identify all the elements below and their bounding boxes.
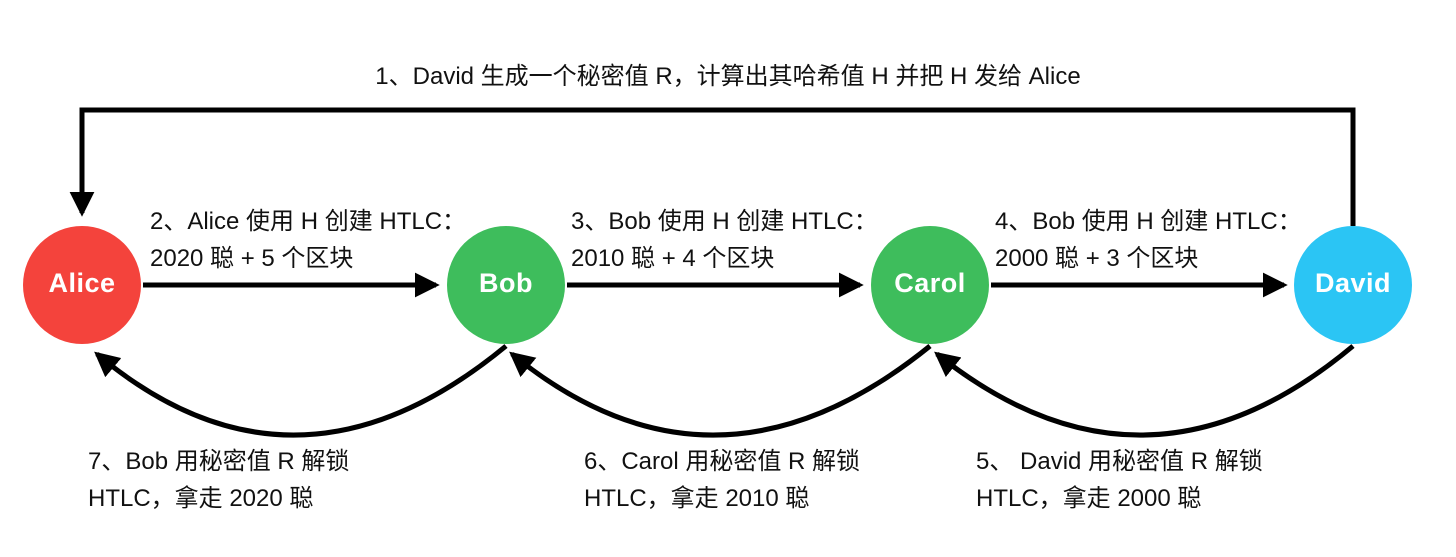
node-label-alice: Alice — [48, 268, 116, 298]
step-2-caption: 2、Alice 使用 H 创建 HTLC： 2020 聪 + 5 个区块 — [150, 203, 466, 277]
step-4-line1: 4、Bob 使用 H 创建 HTLC： — [995, 208, 1302, 235]
arrow-settle-david-to-carol — [934, 344, 1355, 438]
step-2-line1: 2、Alice 使用 H 创建 HTLC： — [150, 208, 467, 235]
arrow-hash-david-to-alice — [69, 107, 1356, 226]
step-5-line1: 5、 David 用秘密值 R 解锁 — [976, 448, 1263, 475]
node-bob — [447, 226, 565, 344]
step-6-caption: 6、Carol 用秘密值 R 解锁 HTLC，拿走 2010 聪 — [584, 443, 860, 517]
step-4-line2: 2000 聪 + 3 个区块 — [995, 245, 1199, 272]
step-7-caption: 7、Bob 用秘密值 R 解锁 HTLC，拿走 2020 聪 — [88, 443, 349, 517]
node-alice — [23, 226, 141, 344]
step-7-line2: HTLC，拿走 2020 聪 — [88, 485, 314, 512]
node-label-carol: Carol — [894, 268, 966, 298]
step-5-caption: 5、 David 用秘密值 R 解锁 HTLC，拿走 2000 聪 — [976, 443, 1263, 517]
arrow-settle-carol-to-bob — [509, 344, 932, 438]
step-3-caption: 3、Bob 使用 H 创建 HTLC： 2010 聪 + 4 个区块 — [571, 203, 878, 277]
step-6-line1: 6、Carol 用秘密值 R 解锁 — [584, 448, 861, 475]
step-6-line2: HTLC，拿走 2010 聪 — [584, 485, 810, 512]
node-carol — [871, 226, 989, 344]
step-5-line2: HTLC，拿走 2000 聪 — [976, 485, 1202, 512]
step-3-line1: 3、Bob 使用 H 创建 HTLC： — [571, 208, 878, 235]
node-label-bob: Bob — [479, 268, 533, 298]
step-4-caption: 4、Bob 使用 H 创建 HTLC： 2000 聪 + 3 个区块 — [995, 203, 1302, 277]
node-david — [1294, 226, 1412, 344]
node-label-david: David — [1314, 268, 1392, 298]
step-7-line1: 7、Bob 用秘密值 R 解锁 — [88, 448, 350, 475]
step-2-line2: 2020 聪 + 5 个区块 — [150, 245, 354, 272]
step-1-caption: 1、David 生成一个秘密值 R，计算出其哈希值 H 并把 H 发给 Alic… — [375, 63, 1081, 90]
step-3-line2: 2010 聪 + 4 个区块 — [571, 245, 775, 272]
arrow-settle-bob-to-alice — [94, 344, 508, 438]
